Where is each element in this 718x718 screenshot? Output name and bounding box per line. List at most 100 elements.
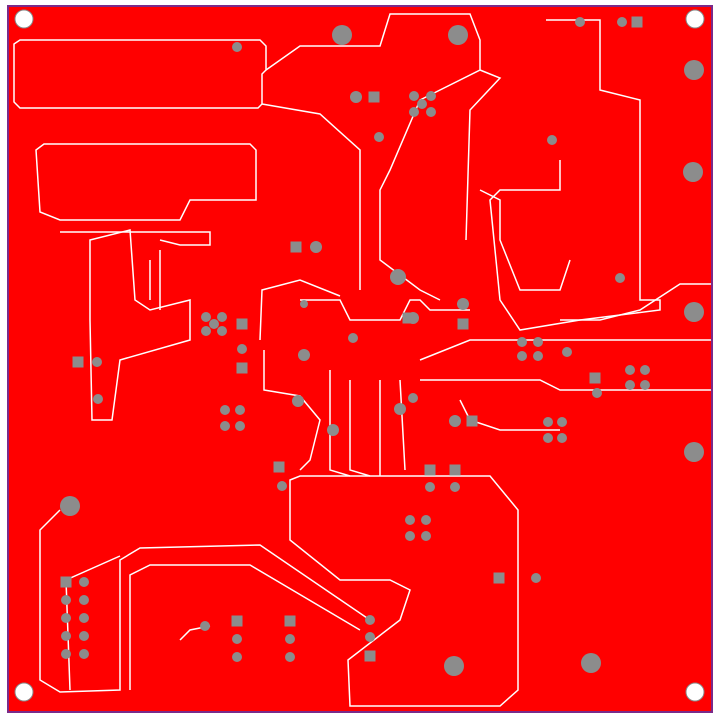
round-pad: [543, 417, 553, 427]
square-pad: [631, 16, 643, 28]
round-pad: [235, 405, 245, 415]
round-pad: [640, 365, 650, 375]
square-pad: [236, 318, 248, 330]
round-pad: [79, 613, 89, 623]
square-pad: [60, 576, 72, 588]
square-pad: [368, 91, 380, 103]
mounting-hole: [14, 9, 34, 29]
round-pad: [201, 326, 211, 336]
board-outline: [7, 5, 713, 713]
clearance-outline: [479, 189, 571, 291]
round-pad: [449, 415, 461, 427]
round-pad: [374, 132, 384, 142]
square-pad: [364, 650, 376, 662]
clearance-outline: [459, 399, 560, 431]
round-pad: [79, 577, 89, 587]
round-pad: [533, 337, 543, 347]
round-pad: [61, 595, 71, 605]
round-pad: [592, 388, 602, 398]
round-pad: [61, 631, 71, 641]
clearance-outline: [35, 143, 257, 221]
round-pad: [220, 421, 230, 431]
round-pad: [615, 273, 625, 283]
square-pad: [449, 464, 461, 476]
round-pad: [517, 337, 527, 347]
round-pad: [201, 312, 211, 322]
round-pad: [625, 365, 635, 375]
round-pad: [625, 380, 635, 390]
round-pad: [684, 442, 704, 462]
round-pad: [533, 351, 543, 361]
round-pad: [394, 403, 406, 415]
round-pad: [617, 17, 627, 27]
round-pad: [217, 312, 227, 322]
round-pad: [457, 298, 469, 310]
round-pad: [235, 421, 245, 431]
copper-pour: [8, 6, 712, 712]
round-pad: [220, 405, 230, 415]
clearance-outline: [289, 475, 519, 707]
round-pad: [409, 91, 419, 101]
round-pad: [209, 319, 219, 329]
round-pad: [60, 496, 80, 516]
round-pad: [426, 107, 436, 117]
round-pad: [562, 347, 572, 357]
round-pad: [417, 99, 427, 109]
clearance-outline: [419, 339, 712, 361]
clearance-outline: [300, 299, 470, 321]
clearance-outline: [13, 39, 267, 109]
round-pad: [575, 17, 585, 27]
round-pad: [365, 632, 375, 642]
round-pad: [421, 515, 431, 525]
clearance-outline: [329, 370, 406, 477]
round-pad: [277, 481, 287, 491]
round-pad: [684, 60, 704, 80]
square-pad: [466, 415, 478, 427]
round-pad: [557, 433, 567, 443]
round-pad: [444, 656, 464, 676]
square-pad: [402, 312, 414, 324]
clearance-outline: [261, 103, 361, 290]
square-pad: [457, 318, 469, 330]
mounting-hole: [685, 9, 705, 29]
round-pad: [683, 162, 703, 182]
round-pad: [421, 531, 431, 541]
clearance-outline: [129, 564, 361, 690]
round-pad: [79, 595, 89, 605]
round-pad: [232, 42, 242, 52]
round-pad: [426, 91, 436, 101]
square-pad: [284, 615, 296, 627]
round-pad: [232, 652, 242, 662]
clearance-outline: [89, 229, 191, 421]
round-pad: [684, 302, 704, 322]
square-pad: [493, 572, 505, 584]
mounting-holes: [14, 9, 705, 702]
round-pad: [61, 613, 71, 623]
clearance-outline: [259, 279, 341, 341]
round-pad: [285, 652, 295, 662]
round-pad: [405, 515, 415, 525]
square-pad: [424, 464, 436, 476]
round-pad: [298, 349, 310, 361]
clearance-outline: [420, 379, 712, 391]
round-pad: [292, 395, 304, 407]
round-pad: [408, 393, 418, 403]
square-pad: [589, 372, 601, 384]
round-pad: [92, 357, 102, 367]
round-pad: [640, 380, 650, 390]
round-pad: [348, 333, 358, 343]
pads: [60, 16, 704, 676]
round-pad: [425, 482, 435, 492]
round-pad: [405, 531, 415, 541]
round-pad: [93, 394, 103, 404]
round-pad: [310, 241, 322, 253]
round-pad: [61, 649, 71, 659]
round-pad: [79, 649, 89, 659]
square-pad: [273, 461, 285, 473]
clearance-outline: [149, 250, 161, 310]
round-pad: [237, 344, 247, 354]
clearance-outline: [39, 509, 371, 693]
round-pad: [581, 653, 601, 673]
square-pad: [290, 241, 302, 253]
